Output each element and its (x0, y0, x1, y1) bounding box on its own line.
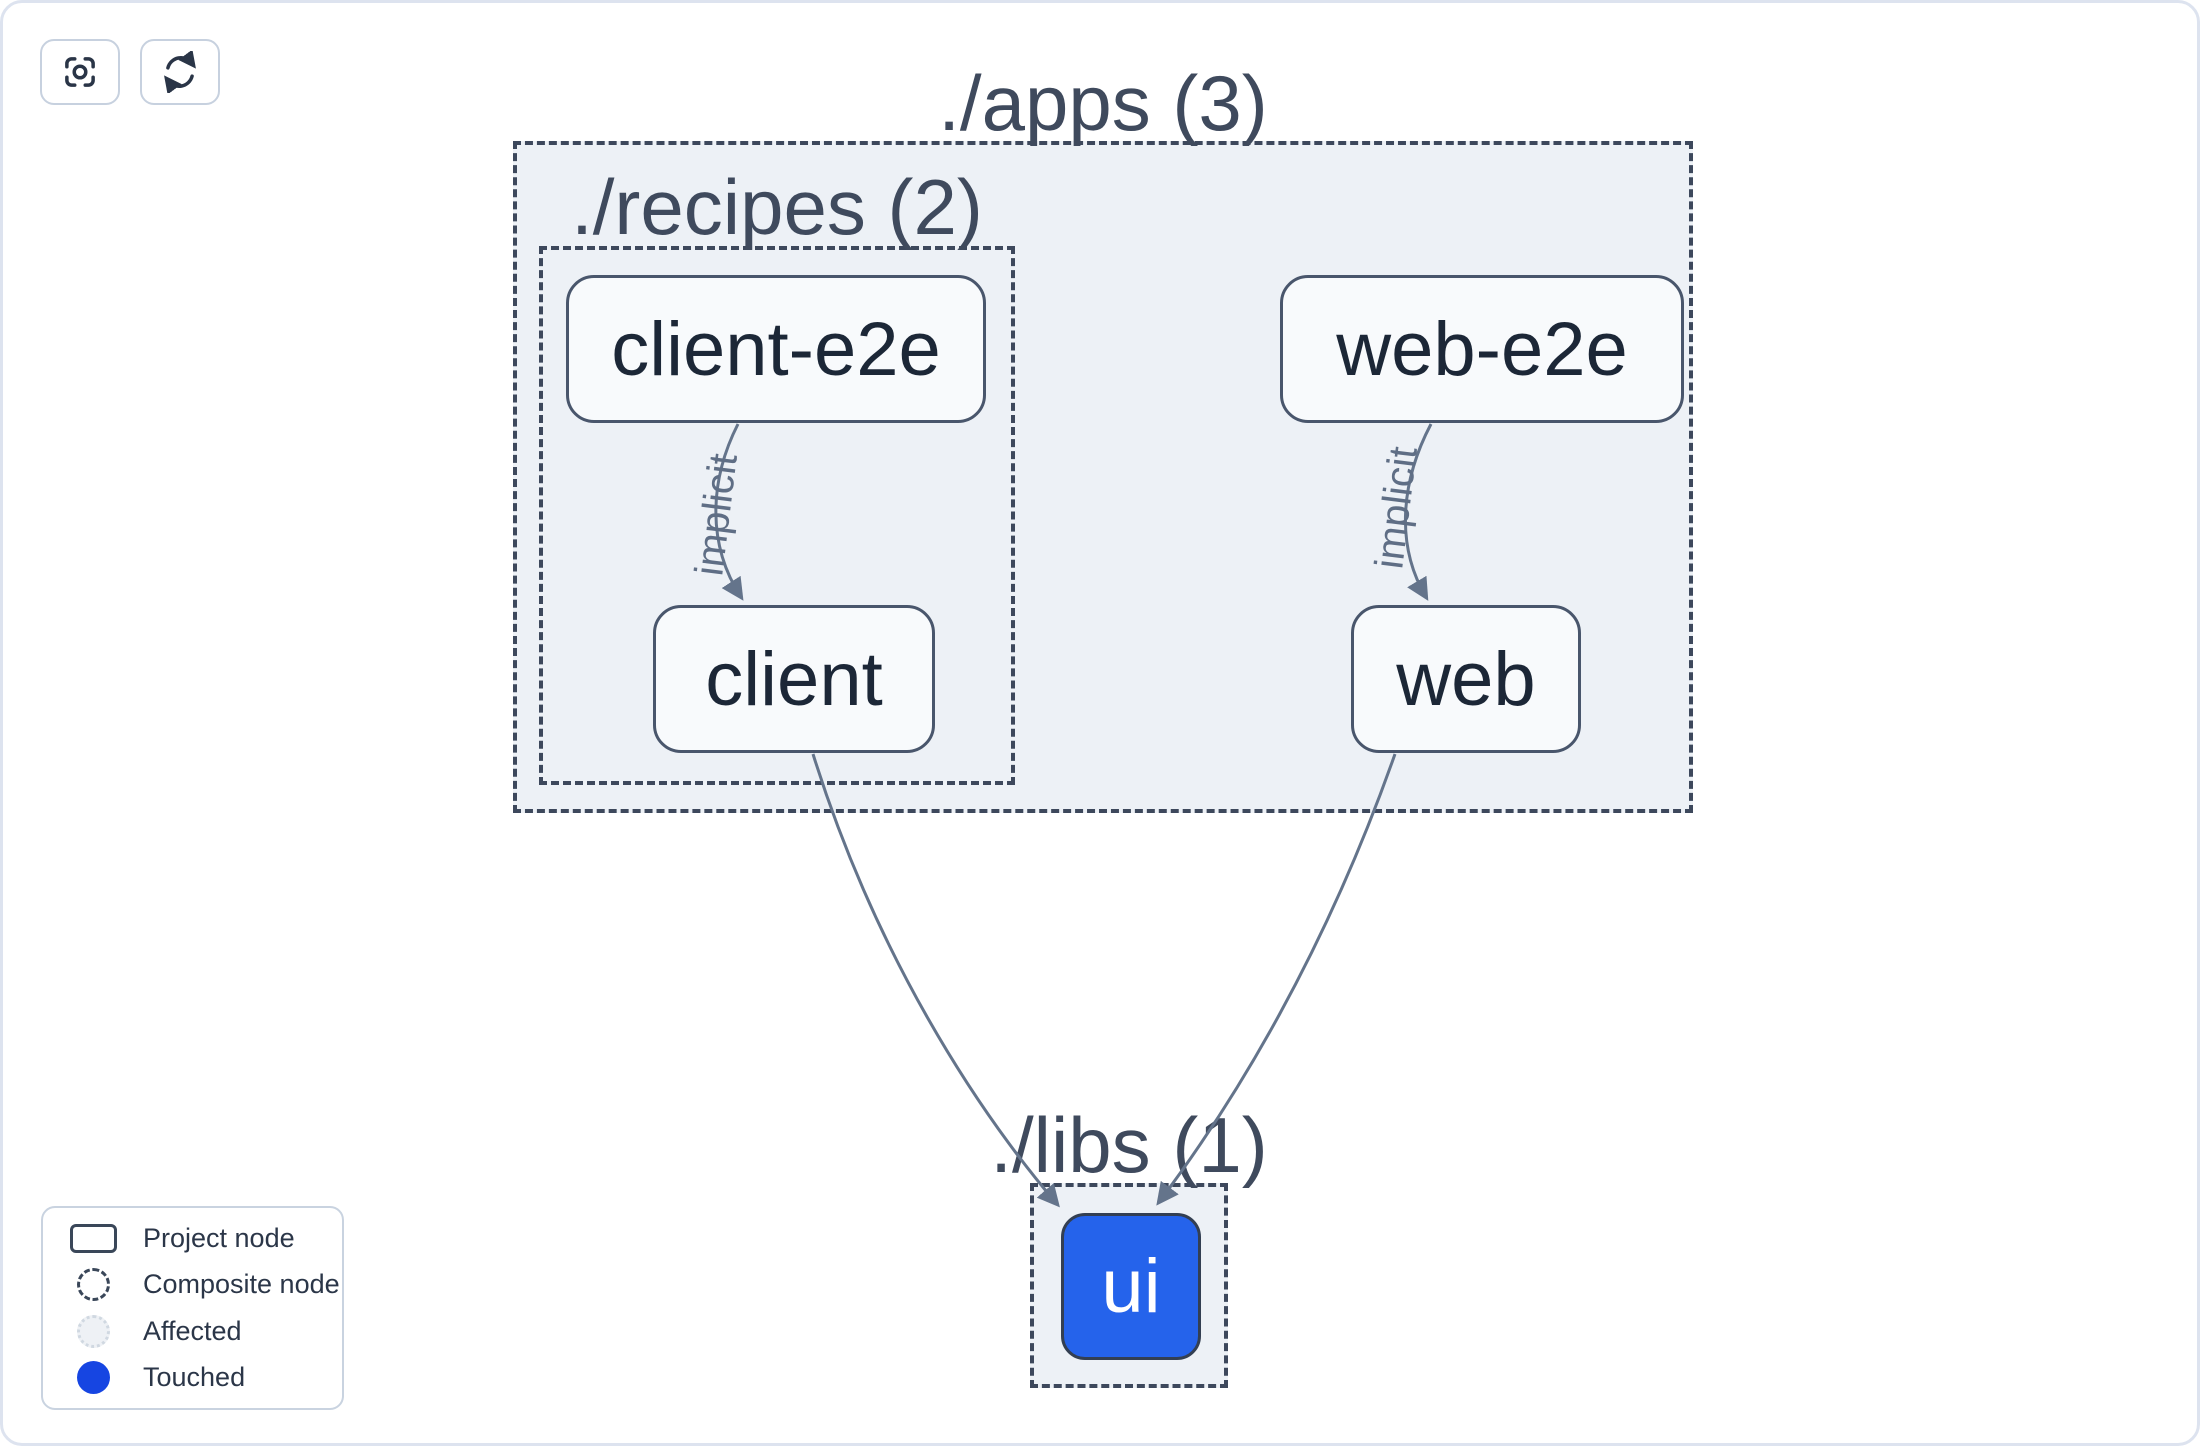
composite-node-swatch (76, 1268, 110, 1302)
node-client[interactable]: client (653, 605, 935, 753)
edge-web-to-ui (1156, 753, 1397, 1206)
legend-item-affected: Affected (43, 1309, 342, 1353)
legend-item-composite-node: Composite node (43, 1263, 342, 1307)
affected-swatch (76, 1314, 110, 1348)
legend-label: Project node (143, 1222, 295, 1253)
touched-swatch (76, 1361, 110, 1395)
node-label: web (1396, 636, 1536, 722)
refresh-button[interactable] (140, 39, 220, 105)
legend: Project node Composite node Affected Tou… (41, 1206, 344, 1410)
edge-client-to-ui (811, 753, 1060, 1208)
focus-icon (59, 51, 101, 93)
refresh-icon (159, 51, 201, 93)
node-label: client-e2e (611, 306, 941, 392)
node-client-e2e[interactable]: client-e2e (566, 275, 986, 423)
group-title-libs: ./libs (1) (990, 1101, 1268, 1189)
node-ui[interactable]: ui (1061, 1213, 1201, 1360)
legend-label: Composite node (143, 1269, 340, 1300)
legend-label: Affected (143, 1315, 242, 1346)
node-web[interactable]: web (1351, 605, 1581, 753)
legend-item-touched: Touched (43, 1356, 342, 1400)
node-label: client (705, 636, 883, 722)
legend-item-project-node: Project node (43, 1216, 342, 1260)
node-label: web-e2e (1336, 306, 1628, 392)
focus-button[interactable] (40, 39, 120, 105)
legend-label: Touched (143, 1362, 246, 1393)
group-title-apps: ./apps (3) (938, 59, 1268, 147)
node-label: ui (1101, 1244, 1161, 1329)
node-web-e2e[interactable]: web-e2e (1280, 275, 1684, 423)
group-recipes[interactable] (539, 246, 1015, 785)
project-node-swatch (69, 1223, 117, 1253)
